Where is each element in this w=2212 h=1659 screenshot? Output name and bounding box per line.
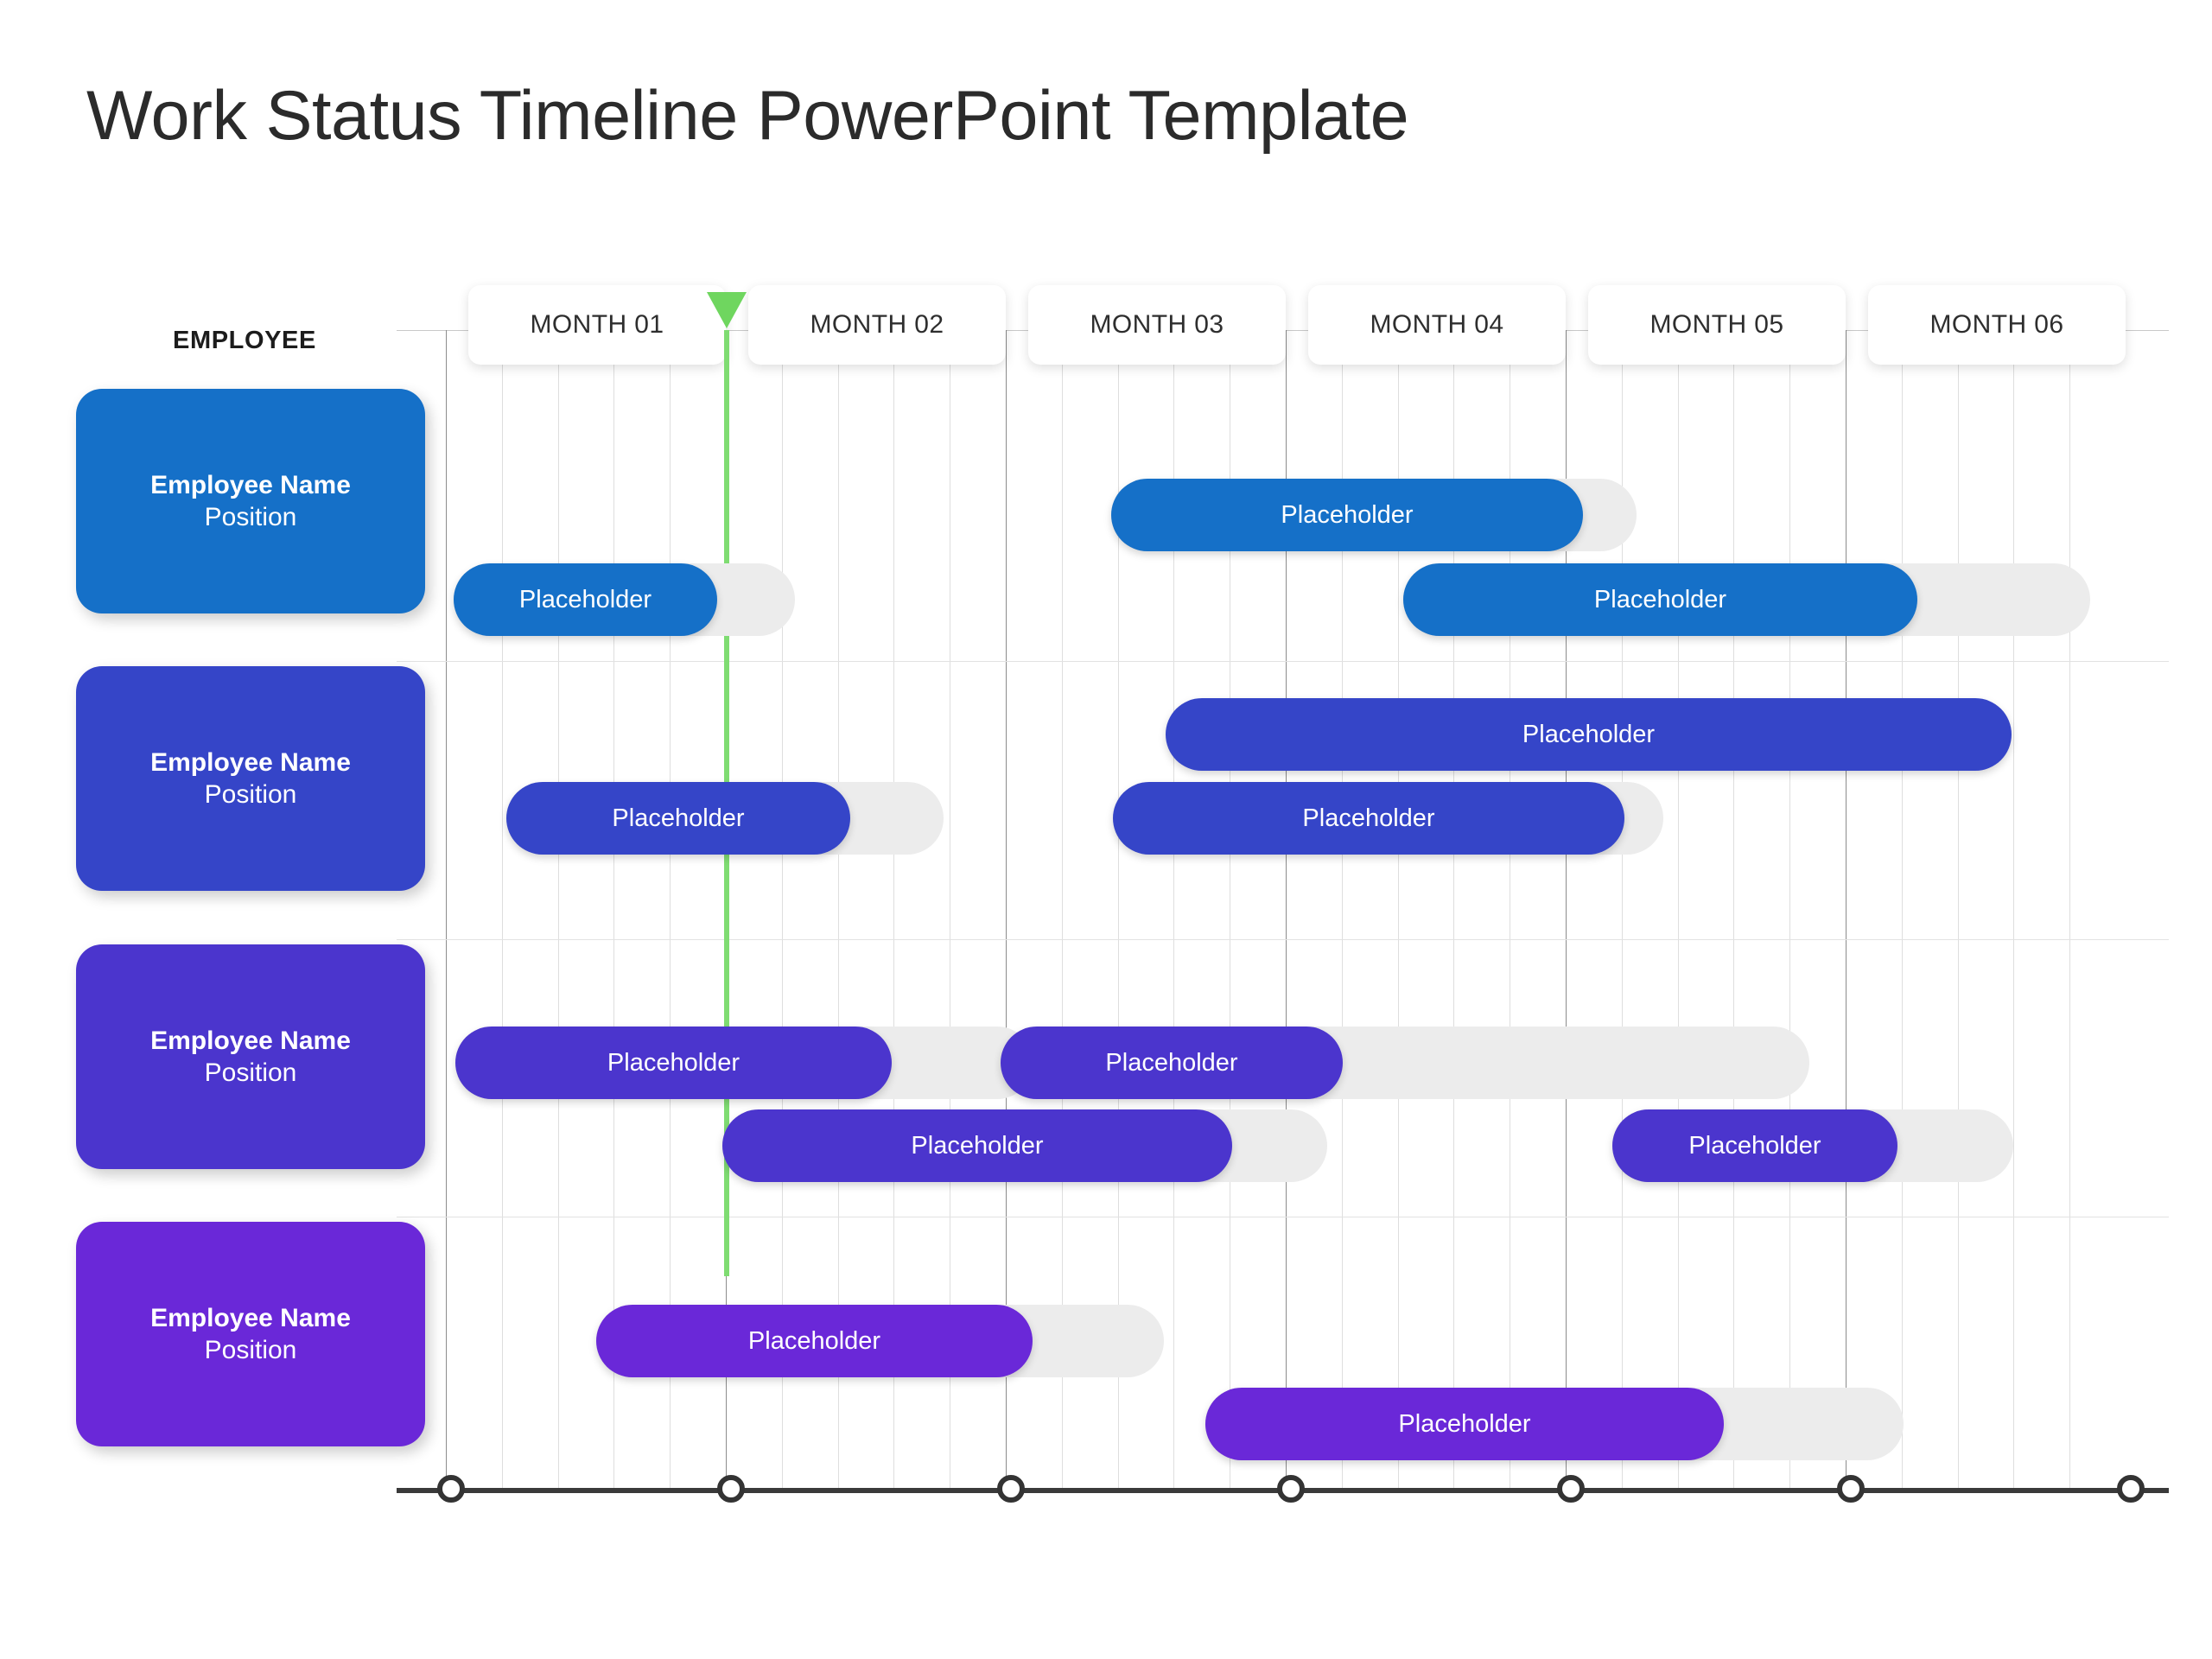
gridline-minor (1397, 330, 1399, 1488)
month-header-3[interactable]: MONTH 03 (1028, 285, 1286, 365)
employee-card-3[interactable]: Employee Name Position (76, 944, 425, 1169)
employee-name: Employee Name (150, 1026, 351, 1055)
gridline-minor (501, 330, 503, 1488)
axis-tick-marker[interactable] (2117, 1475, 2145, 1503)
task-label: Placeholder (747, 1326, 881, 1355)
task-bar[interactable]: Placeholder (1001, 1027, 1343, 1099)
axis-tick-marker[interactable] (1837, 1475, 1865, 1503)
task-bar[interactable]: Placeholder (1612, 1109, 1897, 1182)
task-label: Placeholder (1522, 720, 1656, 748)
current-time-marker-arrow-icon (707, 292, 747, 328)
employee-card-1[interactable]: Employee Name Position (76, 389, 425, 613)
task-label: Placeholder (1105, 1048, 1238, 1077)
gridline-minor (893, 330, 895, 1488)
gridline-minor (1957, 330, 1959, 1488)
employee-card-4[interactable]: Employee Name Position (76, 1222, 425, 1446)
month-label: MONTH 03 (1090, 310, 1224, 339)
task-bar[interactable]: Placeholder (506, 782, 850, 855)
task-label: Placeholder (518, 585, 652, 613)
task-label: Placeholder (1302, 804, 1435, 832)
task-bar[interactable]: Placeholder (1403, 563, 1917, 636)
gridline-minor (1117, 330, 1119, 1488)
gridline-minor (1901, 330, 1903, 1488)
axis-tick-marker[interactable] (997, 1475, 1025, 1503)
gridline-minor (1733, 330, 1735, 1488)
month-header-5[interactable]: MONTH 05 (1588, 285, 1846, 365)
month-header-1[interactable]: MONTH 01 (468, 285, 726, 365)
task-label: Placeholder (1688, 1131, 1821, 1160)
gridline-minor (2069, 330, 2071, 1488)
gridline-minor (1677, 330, 1679, 1488)
gridline-minor (781, 330, 783, 1488)
task-bar[interactable]: Placeholder (455, 1027, 892, 1099)
month-label: MONTH 05 (1649, 310, 1784, 339)
gridline-month-boundary (1566, 330, 1567, 1488)
task-bar[interactable]: Placeholder (1166, 698, 2012, 771)
task-label: Placeholder (1593, 585, 1727, 613)
gridline-minor (1621, 330, 1623, 1488)
task-bar[interactable]: Placeholder (1205, 1388, 1724, 1460)
employee-position: Position (204, 1058, 297, 1087)
gridline-minor (670, 330, 671, 1488)
employee-name: Employee Name (150, 747, 351, 777)
gridline-minor (557, 330, 559, 1488)
gridline-month-boundary (1846, 330, 1847, 1488)
axis-tick-marker[interactable] (1277, 1475, 1305, 1503)
gridline-month-boundary (1006, 330, 1007, 1488)
month-label: MONTH 06 (1929, 310, 2064, 339)
month-label: MONTH 01 (530, 310, 664, 339)
employee-name: Employee Name (150, 1303, 351, 1332)
employee-position: Position (204, 503, 297, 531)
gridline-minor (1061, 330, 1063, 1488)
task-bar[interactable]: Placeholder (454, 563, 717, 636)
row-divider (397, 661, 2169, 662)
row-divider (397, 939, 2169, 940)
gridline-minor (1453, 330, 1455, 1488)
gridline-minor (1341, 330, 1343, 1488)
month-label: MONTH 04 (1370, 310, 1504, 339)
axis-tick-marker[interactable] (437, 1475, 465, 1503)
gridline-month-boundary (1286, 330, 1287, 1488)
employee-position: Position (204, 1336, 297, 1364)
gridline-month-boundary (446, 330, 447, 1488)
task-label: Placeholder (607, 1048, 741, 1077)
task-label: Placeholder (911, 1131, 1044, 1160)
employee-position: Position (204, 780, 297, 809)
gridline-minor (837, 330, 839, 1488)
month-header-2[interactable]: MONTH 02 (748, 285, 1006, 365)
task-bar[interactable]: Placeholder (1113, 782, 1624, 855)
task-label: Placeholder (612, 804, 745, 832)
month-header-6[interactable]: MONTH 06 (1868, 285, 2126, 365)
page-title: Work Status Timeline PowerPoint Template (86, 77, 1409, 155)
month-label: MONTH 02 (810, 310, 944, 339)
task-label: Placeholder (1281, 500, 1414, 529)
gantt-chart: EMPLOYEE MONTH 01 MONTH 02 MONTH 03 MONT… (0, 285, 2212, 1555)
gridline-minor (2013, 330, 2015, 1488)
gridline-minor (1789, 330, 1791, 1488)
gridline-minor (1173, 330, 1175, 1488)
employee-card-2[interactable]: Employee Name Position (76, 666, 425, 891)
month-header-4[interactable]: MONTH 04 (1308, 285, 1566, 365)
task-bar[interactable]: Placeholder (722, 1109, 1232, 1182)
axis-tick-marker[interactable] (1557, 1475, 1585, 1503)
employee-name: Employee Name (150, 470, 351, 499)
employee-column-header: EMPLOYEE (173, 327, 316, 354)
task-bar[interactable]: Placeholder (596, 1305, 1033, 1377)
task-label: Placeholder (1398, 1409, 1531, 1438)
gridline-minor (613, 330, 615, 1488)
axis-tick-marker[interactable] (717, 1475, 745, 1503)
task-bar[interactable]: Placeholder (1111, 479, 1583, 551)
